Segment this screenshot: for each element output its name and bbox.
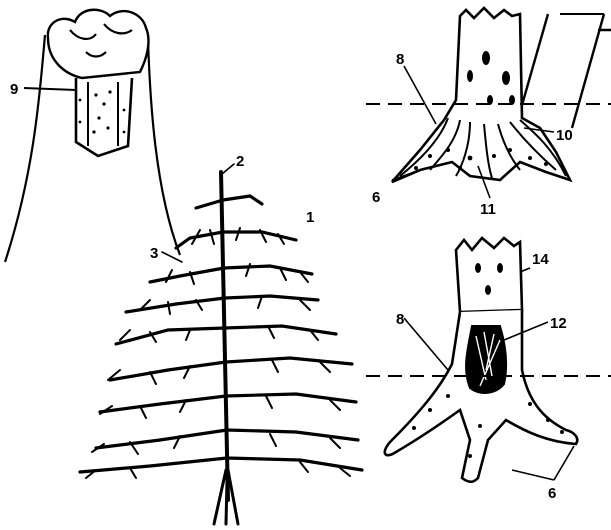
conifer-tree — [80, 164, 362, 524]
leader-2 — [222, 164, 234, 174]
label-8-top: 8 — [396, 51, 404, 68]
closeup-outline-left — [5, 35, 45, 262]
leader-8-bottom — [404, 318, 448, 370]
stem-wound — [466, 326, 506, 393]
label-6-bottom: 6 — [548, 485, 556, 502]
stump-stem — [456, 238, 522, 312]
stump-top-panel — [366, 8, 611, 198]
neighbor-trunk — [520, 14, 611, 128]
tree-foliage — [86, 228, 350, 478]
label-1: 1 — [306, 209, 314, 226]
leader-6-bottom — [512, 446, 574, 480]
label-9: 9 — [10, 81, 18, 98]
label-12: 12 — [550, 315, 567, 332]
label-11: 11 — [480, 201, 496, 218]
stem-closeup-panel — [5, 10, 180, 262]
label-2: 2 — [236, 153, 244, 170]
label-3: 3 — [150, 245, 158, 262]
label-6-top: 6 — [372, 189, 380, 206]
label-10: 10 — [556, 127, 573, 144]
bud-top — [48, 10, 149, 78]
label-8-bottom: 8 — [396, 311, 404, 328]
stump-bottom-panel — [366, 238, 611, 482]
stem-segment — [76, 78, 132, 156]
closeup-outline-right — [148, 40, 180, 255]
leader-8-top — [404, 66, 436, 124]
label-14: 14 — [532, 251, 549, 268]
leader-9 — [24, 88, 76, 90]
tree-trunk — [221, 172, 228, 500]
